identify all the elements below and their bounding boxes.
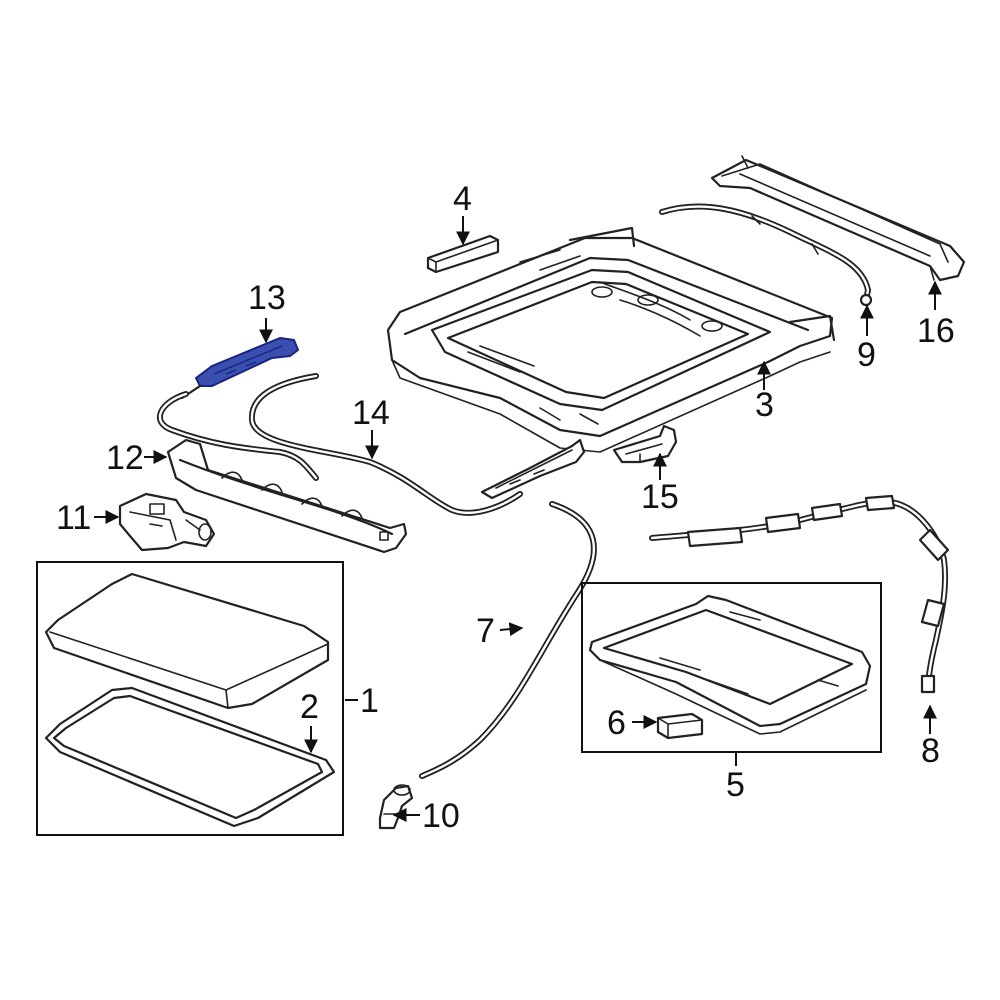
callout-number-13[interactable]: 13 [248,279,286,317]
callout-number-4[interactable]: 4 [453,180,472,218]
pad-part-4[interactable] [426,234,500,274]
callout-number-16[interactable]: 16 [917,312,955,350]
glass-assembly-box [36,561,344,836]
sunshade-part-5[interactable] [588,594,872,735]
pad-part-6[interactable] [656,712,704,740]
drain-hose-part-7[interactable] [419,501,597,779]
guide-rail-part-13-highlighted[interactable] [180,337,299,400]
sunshade-assembly-box [581,582,882,753]
callout-number-15[interactable]: 15 [641,478,679,516]
callout-number-14[interactable]: 14 [352,394,390,432]
callout-number-12[interactable]: 12 [106,439,144,477]
callout-number-3[interactable]: 3 [755,386,774,424]
callout-number-1[interactable]: 1 [360,682,379,720]
deflector-rail-part-12[interactable] [166,438,408,554]
sunroof-glass-part-1[interactable] [44,572,330,710]
hose-elbow-part-10[interactable] [378,784,414,830]
drain-hose-part-8[interactable] [649,494,950,694]
callout-number-7[interactable]: 7 [476,612,495,650]
callout-number-2[interactable]: 2 [300,688,319,726]
right-guide-rail[interactable] [480,438,586,500]
callout-number-9[interactable]: 9 [857,336,876,374]
callout-number-6[interactable]: 6 [607,704,626,742]
callout-number-5[interactable]: 5 [726,766,745,804]
drive-cable-left[interactable] [157,391,319,481]
glass-seal-part-2[interactable] [44,686,336,828]
leader-7 [499,622,524,637]
drive-cable-part-14[interactable] [248,373,523,516]
callout-leaders [94,216,942,822]
callout-numbers: 1 2 3 4 5 6 7 8 9 10 11 12 13 14 15 16 [56,180,955,835]
rear-rail-part-16[interactable] [710,155,966,282]
drain-hose-part-9[interactable] [659,203,873,307]
callout-number-10[interactable]: 10 [422,797,460,835]
callout-number-11[interactable]: 11 [56,499,91,537]
sunroof-motor-part-11[interactable] [118,492,216,552]
callout-number-8[interactable]: 8 [921,732,940,770]
